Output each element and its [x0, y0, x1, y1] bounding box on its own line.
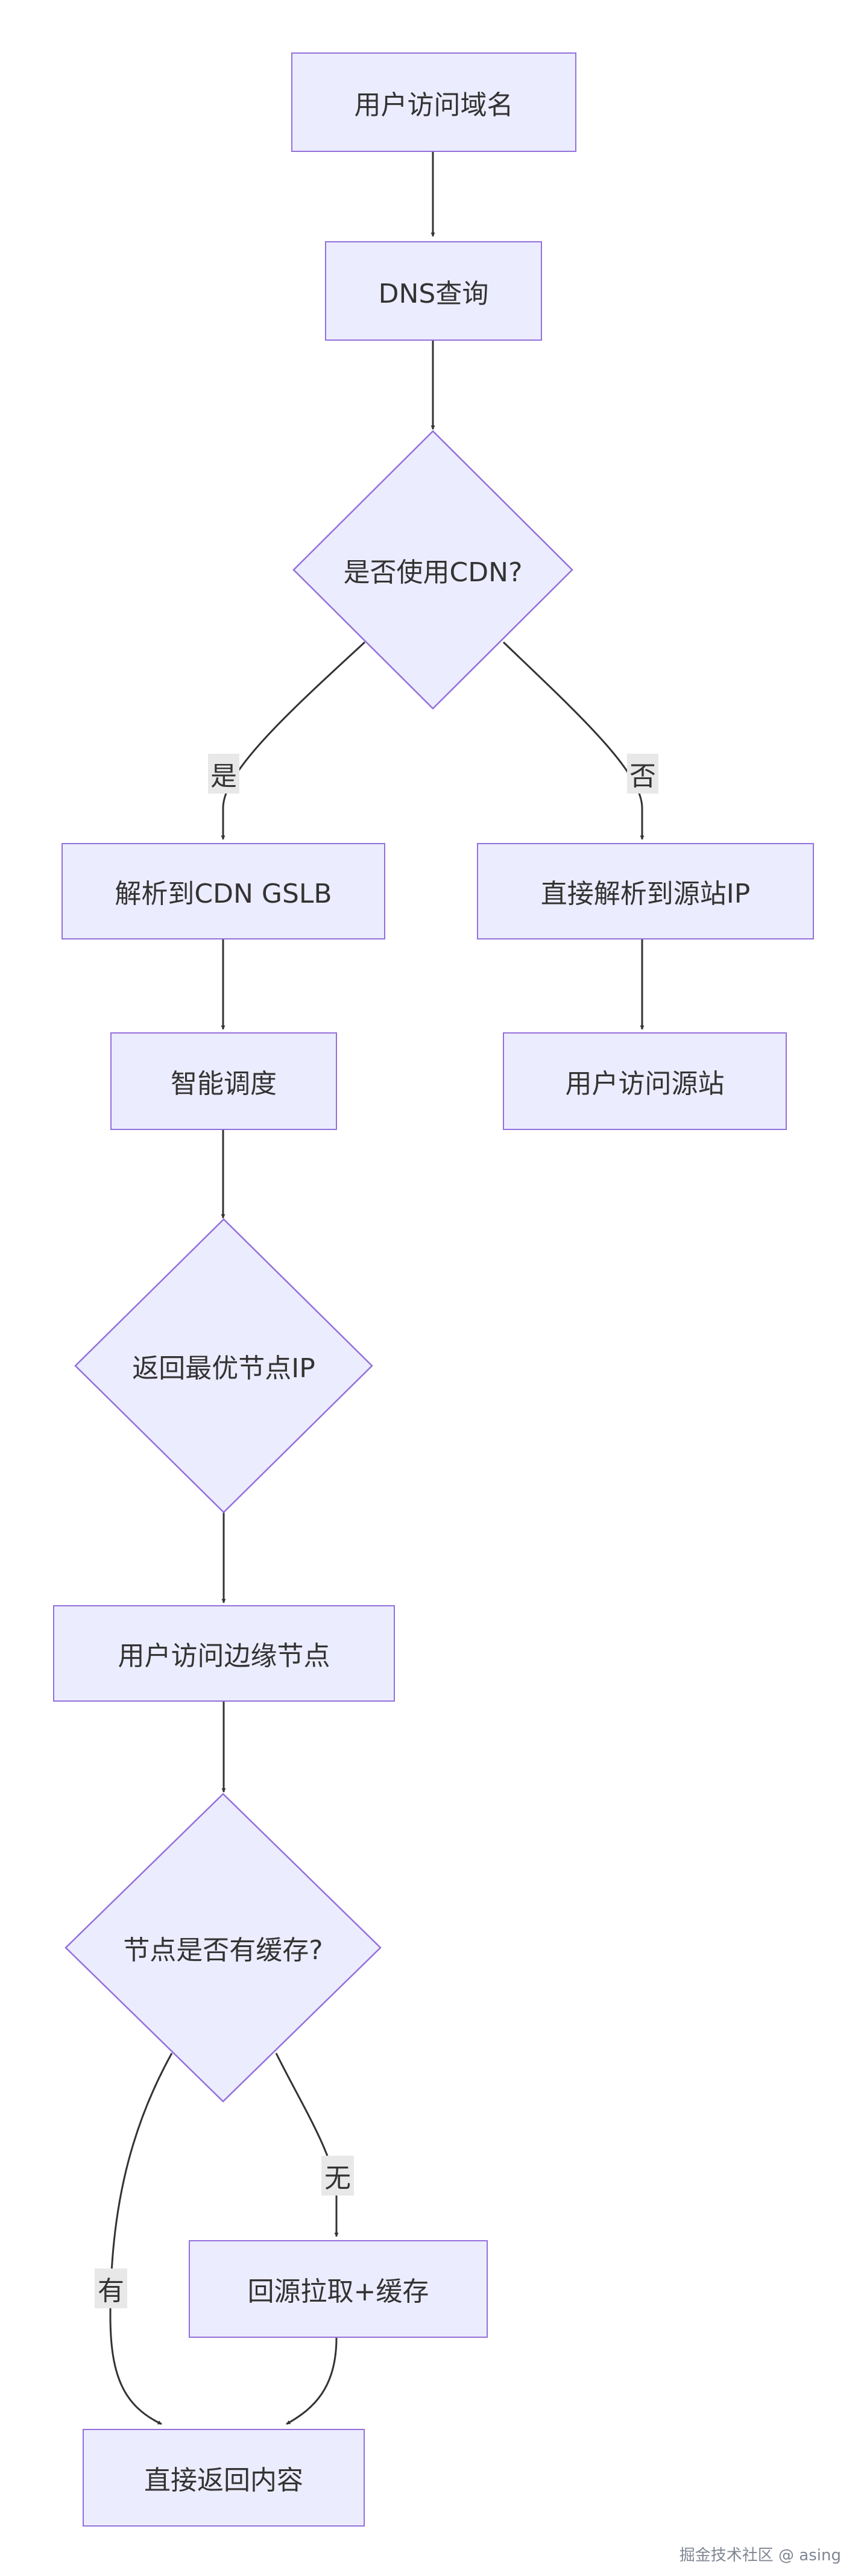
node-visit-edge: 用户访问边缘节点: [53, 1605, 395, 1702]
edge-cdn-yes: [221, 641, 366, 840]
node-return-content: 直接返回内容: [83, 2429, 365, 2527]
edge-fetch-to-return: [286, 2337, 338, 2425]
edge-cache-none: [275, 2053, 339, 2237]
edge-label-no: 否: [627, 754, 658, 794]
node-resolve-origin-ip: 直接解析到源站IP: [477, 843, 814, 939]
node-use-cdn-decision: 是否使用CDN?: [343, 557, 523, 588]
node-return-best-ip: 返回最优节点IP: [132, 1353, 315, 1384]
watermark: 掘金技术社区 @ asing: [679, 2546, 841, 2565]
node-cache-decision: 节点是否有缓存?: [123, 1935, 323, 1966]
edge-cache-has: [109, 2053, 173, 2425]
node-smart-schedule: 智能调度: [110, 1032, 337, 1130]
node-visit-origin: 用户访问源站: [503, 1032, 787, 1130]
node-user-visit-domain: 用户访问域名: [291, 52, 576, 152]
decision-use-cdn-shape: [292, 430, 573, 710]
node-fetch-origin-cache: 回源拉取+缓存: [189, 2240, 488, 2338]
edge-label-yes: 是: [208, 754, 239, 794]
edge-label-has: 有: [95, 2268, 127, 2308]
decision-node-cached-shape: [65, 1793, 382, 2103]
edge-cdn-no: [502, 641, 645, 840]
decision-best-ip-shape: [74, 1218, 373, 1514]
node-dns-query: DNS查询: [325, 241, 542, 341]
edge-label-none: 无: [321, 2156, 354, 2196]
node-resolve-cdn-gslb: 解析到CDN GSLB: [61, 843, 385, 939]
